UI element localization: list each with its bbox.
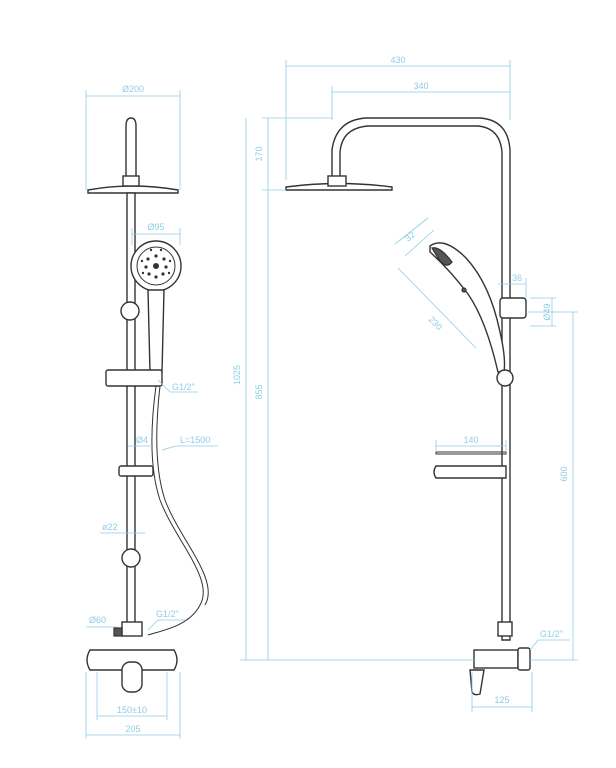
shower-head-front [87,185,179,194]
mixer-body-side [473,649,519,669]
mixer-inlet-nut [517,647,531,671]
hand-shower-inner [136,246,176,286]
dim-mixer-width: 205 [125,724,140,734]
shelf-side [433,465,507,479]
dim-head-reach: 340 [413,81,428,91]
side-view [285,117,531,696]
shelf-holder-front [118,465,154,477]
slide-holder [105,369,163,387]
dim-total-height: 1025 [232,365,242,385]
upper-knob [120,301,140,321]
hand-shower-face-side [431,247,453,266]
shelf-rim [435,451,507,455]
head-connector [122,175,140,187]
dim-hand-shower-diameter: Ø95 [147,222,164,232]
dim-rail-diameter: ø22 [102,522,118,532]
overhead-arm [331,117,511,641]
dim-mixer-depth: 125 [494,695,509,705]
dim-inlet-thread: G1/2" [540,629,563,639]
dim-column-height: 855 [254,384,264,399]
side-dimensions: 430 340 170 1025 855 32 230 36 Ø49 140 6 [232,55,578,712]
dim-head-diameter: Ø200 [122,84,144,94]
dim-rail-offset: 36 [512,273,522,283]
rail-holder-side [499,297,527,319]
front-view [86,117,209,693]
arm-stub [125,117,137,179]
dim-head-height: 170 [254,146,264,161]
dim-outlet-thread: G1/2" [156,609,179,619]
diverter-knob [113,627,123,637]
lower-knob [121,548,141,568]
dim-hose-diameter: Ø4 [136,435,148,445]
dim-total-reach: 430 [390,55,405,65]
mixer-lever [121,661,143,693]
head-connector-side [327,175,347,187]
diverter-side [497,621,513,637]
dim-shelf-width: 140 [463,435,478,445]
spray-nozzles [140,248,172,279]
dim-holder-height: 600 [559,466,569,481]
shower-head-side [285,182,393,191]
diverter-front [121,621,143,637]
dim-escutcheon-diameter: Ø60 [89,615,106,625]
hand-shower-button [461,287,467,293]
slide-knob-side [496,369,514,387]
front-dimensions: Ø200 Ø95 G1/2" Ø4 L=1500 ø22 G1/2" Ø60 1… [85,84,218,739]
dim-center-distance: 150±10 [117,705,147,715]
dim-hose-length: L=1500 [180,435,210,445]
dim-holder-thread: G1/2" [172,382,195,392]
mixer-body-front [86,649,178,671]
dim-hand-shower-width: 32 [403,229,417,243]
dim-hand-shower-length: 230 [427,314,445,332]
hose-inner [156,385,209,606]
hose [147,385,204,636]
hand-shower-handle [147,289,165,373]
